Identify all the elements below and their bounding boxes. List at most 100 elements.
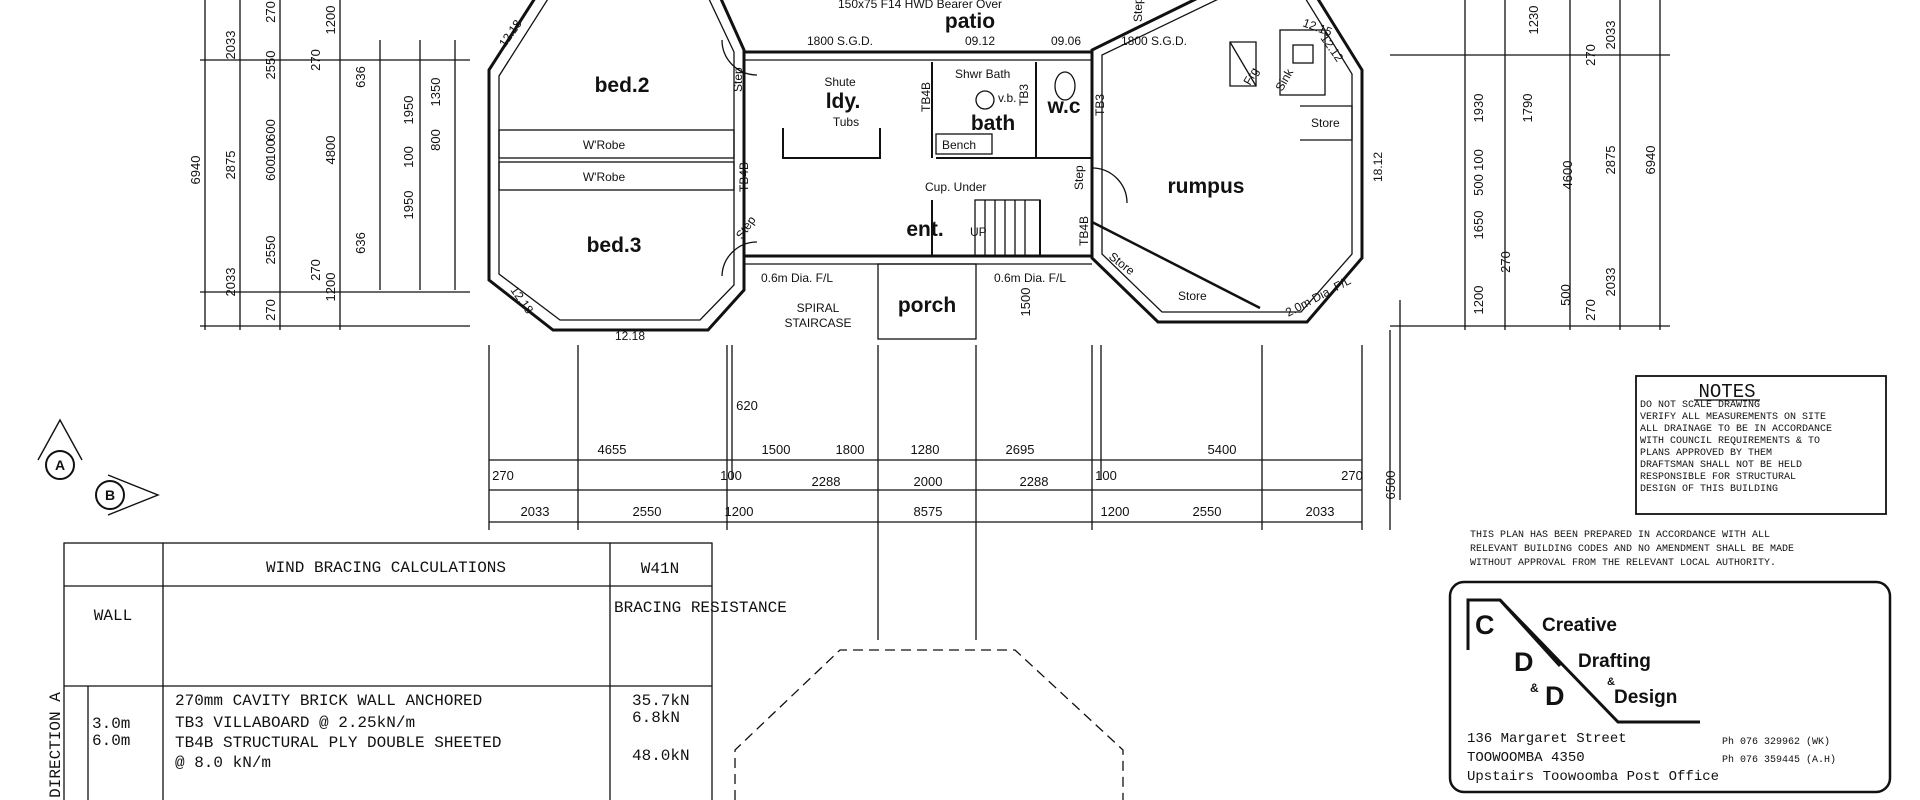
dim-r-0: 1230 xyxy=(1526,6,1541,35)
table-value-2: 6.8kN xyxy=(632,709,680,727)
marker-b-label: B xyxy=(105,487,115,503)
toilet xyxy=(1054,71,1076,101)
company-phone-2: Ph 076 359445 (A.H) xyxy=(1722,754,1836,766)
dim-l-21: 800 xyxy=(428,129,443,151)
dim-r-7: 2875 xyxy=(1603,146,1618,175)
company-word-creative: Creative xyxy=(1542,615,1617,636)
wardrobe-1 xyxy=(498,129,735,159)
dim-l-22: 270 xyxy=(308,259,323,281)
floor-light-2-label: 0.6m Dia. F/L xyxy=(994,271,1066,285)
dim-r-14: 270 xyxy=(1583,299,1598,321)
dim-l-11: 1200 xyxy=(323,6,338,35)
dim-l-14: 270 xyxy=(308,49,323,71)
store-partition xyxy=(1091,220,1261,310)
window-8-label: 09.06 xyxy=(1051,34,1081,48)
store-label-2: Store xyxy=(1178,289,1207,303)
logo-amp1: & xyxy=(1530,681,1539,695)
dim-l-18: 1950 xyxy=(401,191,416,220)
notes-title: NOTES xyxy=(1698,381,1755,403)
wind-bracing-table: WIND BRACING CALCULATIONS W41N WALL BRAC… xyxy=(47,542,787,800)
note-line-5: PLANS APPROVED BY THEM xyxy=(1640,448,1772,459)
company-amp: & xyxy=(1607,676,1615,688)
tb4b-label-1: TB4B xyxy=(737,162,751,192)
bench-label: Bench xyxy=(942,138,976,152)
company-address-1: 136 Margaret Street xyxy=(1467,731,1627,747)
tubs-label: Tubs xyxy=(833,115,859,129)
sink-label: Sink xyxy=(1272,65,1296,93)
compliance-line-1: THIS PLAN HAS BEEN PREPARED IN ACCORDANC… xyxy=(1470,530,1770,541)
deck-outline xyxy=(734,649,1124,800)
dim-b3-2: 1200 xyxy=(725,504,754,519)
dim-l-15: 636 xyxy=(353,66,368,88)
table-length-1: 3.0m xyxy=(92,715,130,733)
cupboard-under-label: Cup. Under xyxy=(925,180,986,194)
room-bed2: bed.2 xyxy=(595,74,650,97)
note-line-8: DESIGN OF THIS BUILDING xyxy=(1640,484,1778,495)
wardrobe-2 xyxy=(498,161,735,191)
company-title-block: C D & D Creative Drafting & Design 136 M… xyxy=(1448,580,1892,794)
dim-b2-1: 100 xyxy=(720,468,742,483)
left-wing-outer-wall xyxy=(487,0,746,332)
fridge-label: Frg xyxy=(1240,65,1261,88)
table-line-3: TB4B STRUCTURAL PLY DOUBLE SHEETED xyxy=(175,734,501,752)
room-porch: porch xyxy=(898,294,956,317)
shower-bath-label: Shwr Bath xyxy=(955,67,1010,81)
room-patio: patio xyxy=(945,10,995,33)
window-7-label: 09.12 xyxy=(965,34,995,48)
section-marker-b: B xyxy=(95,474,160,516)
step-label-1: Step xyxy=(731,67,745,92)
step-label-2: Step xyxy=(733,213,759,242)
dim-b2-0: 270 xyxy=(492,468,514,483)
logo-c: C xyxy=(1475,610,1495,640)
dim-s-1: 1500 xyxy=(1018,288,1033,317)
bearer-note: 150x75 F14 HWD Bearer Over xyxy=(838,0,1002,11)
staircase-label: STAIRCASE xyxy=(784,316,851,330)
store-corner xyxy=(1300,105,1353,141)
tb3-label-2: TB3 xyxy=(1017,84,1031,106)
floor-light-3-label: 2.0m Dia. F/L xyxy=(1283,273,1353,319)
wardrobe-1-label: W'Robe xyxy=(583,138,626,152)
dim-b2-5: 100 xyxy=(1095,468,1117,483)
note-line-2: VERIFY ALL MEASUREMENTS ON SITE xyxy=(1640,412,1826,423)
room-wc: w.c xyxy=(1046,95,1080,118)
table-wall-header: WALL xyxy=(94,607,132,625)
company-address-3: Upstairs Toowoomba Post Office xyxy=(1467,769,1719,785)
dim-r-5: 100 xyxy=(1471,149,1486,171)
table-line-2: TB3 VILLABOARD @ 2.25kN/m xyxy=(175,714,415,732)
dim-s-0: 620 xyxy=(736,398,758,413)
dim-l-19: 636 xyxy=(353,232,368,254)
porch-outline xyxy=(877,263,977,340)
dim-b1-0: 4655 xyxy=(598,442,627,457)
dim-r-2: 2033 xyxy=(1603,21,1618,50)
dim-b1-1: 1500 xyxy=(762,442,791,457)
door-swing-2 xyxy=(721,241,758,277)
compliance-line-3: WITHOUT APPROVAL FROM THE RELEVANT LOCAL… xyxy=(1470,558,1776,569)
tb4b-label-3: TB4B xyxy=(919,82,933,112)
dim-l-8: 600 xyxy=(263,159,278,181)
table-line-4: @ 8.0 kN/m xyxy=(175,754,271,772)
dim-b1-3: 1280 xyxy=(911,442,940,457)
compliance-line-2: RELEVANT BUILDING CODES AND NO AMENDMENT… xyxy=(1470,544,1794,555)
dim-r-9: 1650 xyxy=(1471,211,1486,240)
left-wing-inner-wall xyxy=(498,0,735,321)
dim-b3-4: 1200 xyxy=(1101,504,1130,519)
company-word-drafting: Drafting xyxy=(1578,651,1651,672)
dim-s-2: 6500 xyxy=(1383,471,1398,500)
stair-up-label: UP xyxy=(970,225,987,239)
dim-l-4: 270 xyxy=(263,1,278,23)
window-2-label: 12.18 xyxy=(508,284,537,317)
internal-stairs xyxy=(974,199,1041,257)
dim-l-12: 4800 xyxy=(323,136,338,165)
dim-l-16: 1950 xyxy=(401,96,416,125)
dim-l-20: 1350 xyxy=(428,78,443,107)
company-address-2: TOOWOOMBA 4350 xyxy=(1467,750,1585,766)
company-word-design: Design xyxy=(1614,687,1677,708)
dim-b3-6: 2033 xyxy=(1306,504,1335,519)
room-bed3: bed.3 xyxy=(587,234,642,257)
dim-b3-0: 2033 xyxy=(521,504,550,519)
note-line-1: DO NOT SCALE DRAWING xyxy=(1640,400,1760,411)
logo-d2: D xyxy=(1545,681,1565,711)
dim-l-13: 1200 xyxy=(323,273,338,302)
spiral-label: SPIRAL xyxy=(797,301,840,315)
window-3-label: 12.18 xyxy=(615,329,645,343)
